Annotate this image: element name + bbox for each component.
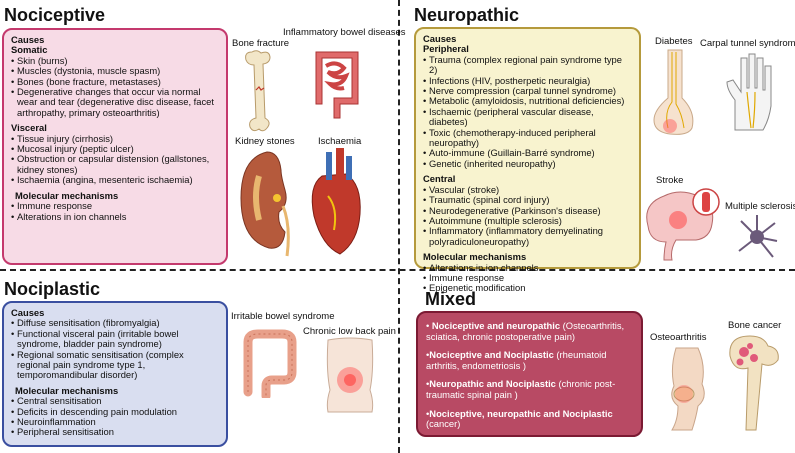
list-item: Functional visceral pain (irritable bowe…: [11, 328, 219, 350]
nociplastic-molecular-list: Central sensitisation Deficits in descen…: [11, 395, 219, 439]
list-item: Epigenetic modification: [423, 282, 632, 294]
list-item: Auto-immune (Guillain-Barré syndrome): [423, 148, 632, 160]
list-item: Mucosal injury (peptic ulcer): [11, 143, 219, 155]
stroke-label: Stroke: [656, 175, 684, 186]
mixed-box: • Nociceptive and neuropathic (Osteoarth…: [416, 311, 643, 437]
nociplastic-causes-heading: Causes: [11, 307, 45, 318]
ischaemia-label: Ischaemia: [318, 136, 362, 147]
list-item: Toxic (chemotherapy-induced peripheral n…: [423, 127, 632, 149]
nociceptive-molecular-list: Immune response Alterations in ion chann…: [11, 200, 219, 223]
list-item: Muscles (dystonia, muscle spasm): [11, 65, 219, 77]
diabetes-foot-illustration: [653, 49, 694, 135]
list-item: Tissue injury (cirrhosis): [11, 133, 219, 145]
somatic-heading: Somatic: [11, 44, 48, 56]
low-back-illustration: [326, 337, 374, 413]
list-item: Neuroinflammation: [11, 416, 219, 428]
horizontal-divider: [0, 269, 795, 271]
peripheral-heading: Peripheral: [423, 43, 469, 55]
heart-illustration: [311, 148, 361, 255]
list-item: Immune response: [11, 200, 219, 212]
neuropathic-molecular-list: Alterations in ion channels Immune respo…: [423, 262, 632, 295]
diabetes-label: Diabetes: [655, 36, 693, 47]
nociplastic-molecular-heading: Molecular mechanisms: [15, 384, 119, 396]
list-item: Ischaemia (angina, mesenteric ischaemia): [11, 174, 219, 186]
list-item: Vascular (stroke): [423, 184, 632, 196]
visceral-list: Tissue injury (cirrhosis) Mucosal injury…: [11, 133, 219, 186]
list-item: Ischaemic (peripheral vascular disease, …: [423, 106, 632, 128]
ibs-label: Irritable bowel syndrome: [231, 311, 335, 322]
list-item: Inflammatory (inflammatory demyelinating…: [423, 226, 632, 247]
nociceptive-title: Nociceptive: [4, 5, 106, 25]
kidney-stones-illustration: [240, 151, 290, 257]
ibd-label: Inflammatory bowel diseases: [283, 27, 406, 38]
list-item: Deficits in descending pain modulation: [11, 406, 219, 418]
bone-cancer-illustration: [729, 335, 779, 431]
osteoarthritis-knee-illustration: [671, 347, 705, 431]
list-item: Genetic (inherited neuropathy): [423, 158, 632, 170]
multiple-sclerosis-neuron-illustration: [738, 215, 778, 258]
bone-cancer-label: Bone cancer: [728, 320, 782, 331]
list-item: Skin (burns): [11, 55, 219, 67]
multiple-sclerosis-label: Multiple sclerosis: [725, 201, 795, 212]
list-item: Diffuse sensitisation (fibromyalgia): [11, 317, 219, 329]
nociplastic-box: Causes Diffuse sensitisation (fibromyalg…: [2, 301, 228, 447]
list-item: Nerve compression (carpal tunnel syndrom…: [423, 85, 632, 97]
list-item: Bones (bone fracture, metastases): [11, 76, 219, 88]
nociceptive-causes-heading: Causes: [11, 34, 45, 45]
ibd-illustration: [315, 51, 359, 119]
neuropathic-box: Causes Peripheral Trauma (complex region…: [414, 27, 641, 294]
list-item: Infections (HIV, postherpetic neuralgia): [423, 75, 632, 87]
visceral-heading: Visceral: [11, 122, 47, 134]
list-item: Autoimmune (multiple sclerosis): [423, 215, 632, 227]
nociplastic-causes-list: Diffuse sensitisation (fibromyalgia) Fun…: [11, 317, 219, 381]
mixed-item: •Nociceptive, neuropathic and Nociplasti…: [426, 407, 613, 430]
neuropathic-title: Neuropathic: [414, 5, 520, 25]
bone-fracture-label: Bone fracture: [232, 38, 290, 49]
somatic-list: Skin (burns) Muscles (dystonia, muscle s…: [11, 55, 219, 118]
osteoarthritis-label: Osteoarthritis: [650, 332, 707, 343]
list-item: Neurodegenerative (Parkinson's disease): [423, 205, 632, 217]
list-item: Peripheral sensitisation: [11, 427, 219, 439]
nociceptive-box: Causes Somatic Skin (burns) Muscles (dys…: [2, 28, 228, 265]
carpal-tunnel-label: Carpal tunnel syndrome: [700, 38, 795, 49]
list-item: Alterations in ion channels: [423, 262, 632, 274]
central-heading: Central: [423, 173, 456, 185]
peripheral-list: Trauma (complex regional pain syndrome t…: [423, 54, 632, 170]
mixed-title: Mixed: [425, 289, 477, 309]
low-back-pain-label: Chronic low back pain: [303, 326, 396, 337]
list-item: Degenerative changes that occur via norm…: [11, 86, 219, 118]
kidney-stones-label: Kidney stones: [235, 136, 295, 147]
nociplastic-title: Nociplastic: [4, 279, 101, 299]
list-item: Traumatic (spinal cord injury): [423, 194, 632, 206]
central-list: Vascular (stroke) Traumatic (spinal cord…: [423, 184, 632, 247]
vertical-divider: [398, 0, 400, 453]
list-item: Trauma (complex regional pain syndrome t…: [423, 54, 632, 76]
carpal-tunnel-hand-illustration: [726, 53, 772, 131]
list-item: Obstruction or capsular distension (gall…: [11, 154, 219, 175]
list-item: Regional somatic sensitisation (complex …: [11, 349, 219, 381]
mixed-item: •Neuropathic and Nociplastic (chronic po…: [426, 378, 616, 400]
neuropathic-causes-heading: Causes: [423, 33, 457, 44]
list-item: Alterations in ion channels: [11, 211, 219, 223]
bone-fracture-illustration: [245, 50, 271, 132]
nociceptive-molecular-heading: Molecular mechanisms: [15, 189, 119, 201]
mixed-item: • Nociceptive and neuropathic (Osteoarth…: [426, 320, 625, 342]
ibs-colon-illustration: [243, 329, 297, 398]
neuropathic-molecular-heading: Molecular mechanisms: [423, 251, 527, 263]
list-item: Central sensitisation: [11, 395, 219, 407]
stroke-brain-illustration: [646, 188, 720, 261]
list-item: Immune response: [423, 272, 632, 284]
mixed-item: •Nociceptive and Nociplastic (rheumatoid…: [426, 349, 607, 371]
list-item: Metabolic (amyloidosis, nutritional defi…: [423, 96, 632, 108]
